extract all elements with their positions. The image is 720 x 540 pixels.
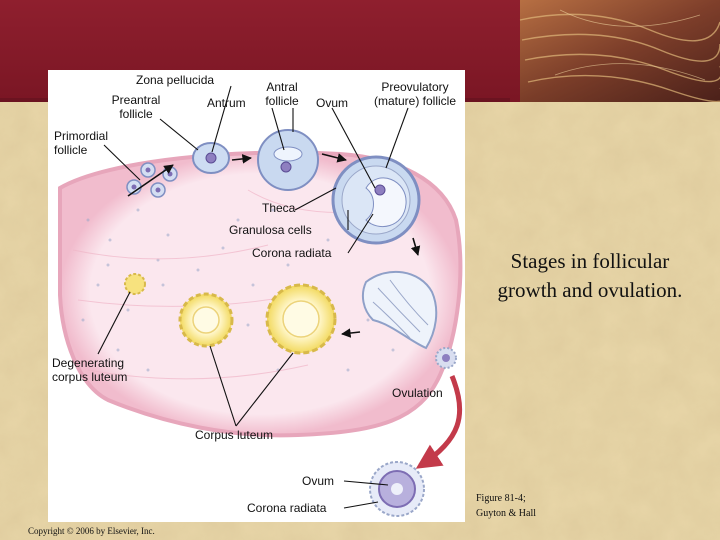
degenerating-corpus-luteum bbox=[124, 273, 146, 295]
label-theca: Theca bbox=[262, 201, 296, 215]
follicle-diagram bbox=[58, 85, 463, 517]
figure-reference-line: Guyton & Hall bbox=[476, 508, 536, 519]
label-ovum-top: Ovum bbox=[316, 96, 349, 110]
label-ovum-bottom: Ovum bbox=[302, 474, 335, 488]
label-granulosa-cells: Granulosa cells bbox=[229, 223, 312, 237]
label-corona-radiata-top: Corona radiata bbox=[252, 246, 332, 260]
label-corona-radiata-bottom: Corona radiata bbox=[247, 501, 327, 515]
caption-line: Stages in follicular bbox=[510, 249, 670, 273]
ovulation-arrow bbox=[415, 375, 463, 469]
figure-reference-line: Figure 81-4; bbox=[476, 493, 526, 504]
magnified-ovum bbox=[369, 461, 425, 517]
banner-decoration bbox=[0, 0, 720, 103]
stage-arrows bbox=[127, 153, 421, 338]
label-antrum: Antrum bbox=[207, 96, 246, 110]
slide-caption: Stages in follicular growth and ovulatio… bbox=[472, 247, 708, 305]
leader-lines bbox=[97, 85, 409, 509]
label-corpus-luteum: Corpus luteum bbox=[195, 428, 274, 442]
caption-line: growth and ovulation. bbox=[497, 278, 683, 302]
corpus-luteum bbox=[178, 283, 337, 355]
label-ovulation: Ovulation bbox=[392, 386, 443, 400]
copyright-notice: Copyright © 2006 by Elsevier, Inc. bbox=[28, 526, 155, 536]
label-zona-pellucida: Zona pellucida bbox=[136, 73, 215, 87]
label-preovulatory-follicle: Preovulatory(mature) follicle bbox=[373, 80, 457, 108]
figure-reference: Figure 81-4; Guyton & Hall bbox=[476, 491, 536, 521]
